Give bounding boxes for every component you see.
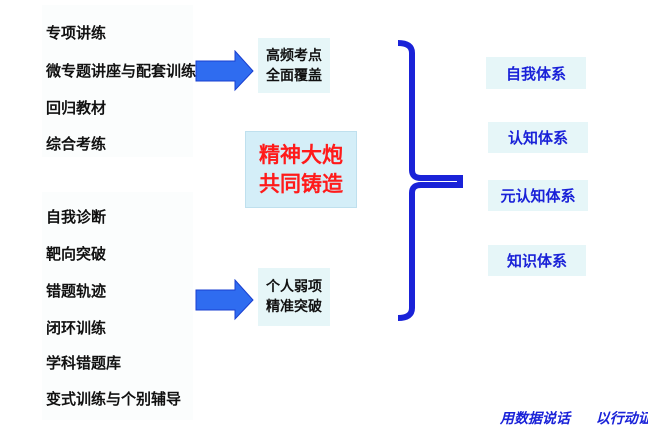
list-item: 自我诊断 bbox=[46, 208, 107, 226]
result-box-2: 个人弱项 精准突破 bbox=[258, 268, 330, 326]
footer-slogan: 用数据说话 以行动证明 bbox=[500, 408, 648, 428]
list-group-2: 自我诊断 靶向突破 错题轨迹 闭环训练 学科错题库 变式训练与个别辅导 bbox=[42, 192, 193, 420]
list-item: 错题轨迹 bbox=[46, 282, 107, 300]
system-box: 知识体系 bbox=[488, 245, 586, 276]
center-slogan: 精神大炮 共同铸造 bbox=[245, 131, 357, 208]
arrow-right-icon bbox=[195, 50, 254, 92]
result-line: 个人弱项 bbox=[266, 279, 322, 295]
list-item: 学科错题库 bbox=[46, 354, 122, 372]
list-group-1: 专项讲练 微专题讲座与配套训练 回归教材 综合考练 bbox=[42, 5, 197, 157]
bracket bbox=[397, 40, 463, 321]
list-item: 变式训练与个别辅导 bbox=[46, 390, 182, 408]
list-item: 闭环训练 bbox=[46, 319, 107, 337]
arrow-right-icon bbox=[195, 279, 254, 321]
system-box: 自我体系 bbox=[486, 57, 586, 89]
result-line: 高频考点 bbox=[266, 47, 322, 64]
result-box-1: 高频考点 全面覆盖 bbox=[258, 38, 330, 93]
slogan-line: 精神大炮 bbox=[259, 142, 343, 167]
system-box: 元认知体系 bbox=[488, 180, 588, 211]
footer-text: 以行动证明 bbox=[595, 411, 648, 427]
list-item: 回归教材 bbox=[46, 99, 107, 117]
result-line: 全面覆盖 bbox=[266, 67, 322, 84]
system-box: 认知体系 bbox=[488, 122, 588, 153]
list-item: 综合考练 bbox=[46, 135, 107, 153]
slogan-line: 共同铸造 bbox=[259, 171, 343, 196]
list-item: 微专题讲座与配套训练 bbox=[46, 62, 197, 80]
result-line: 精准突破 bbox=[266, 299, 322, 315]
list-item: 靶向突破 bbox=[46, 245, 107, 263]
list-item: 专项讲练 bbox=[46, 24, 107, 42]
footer-text: 用数据说话 bbox=[500, 411, 570, 427]
